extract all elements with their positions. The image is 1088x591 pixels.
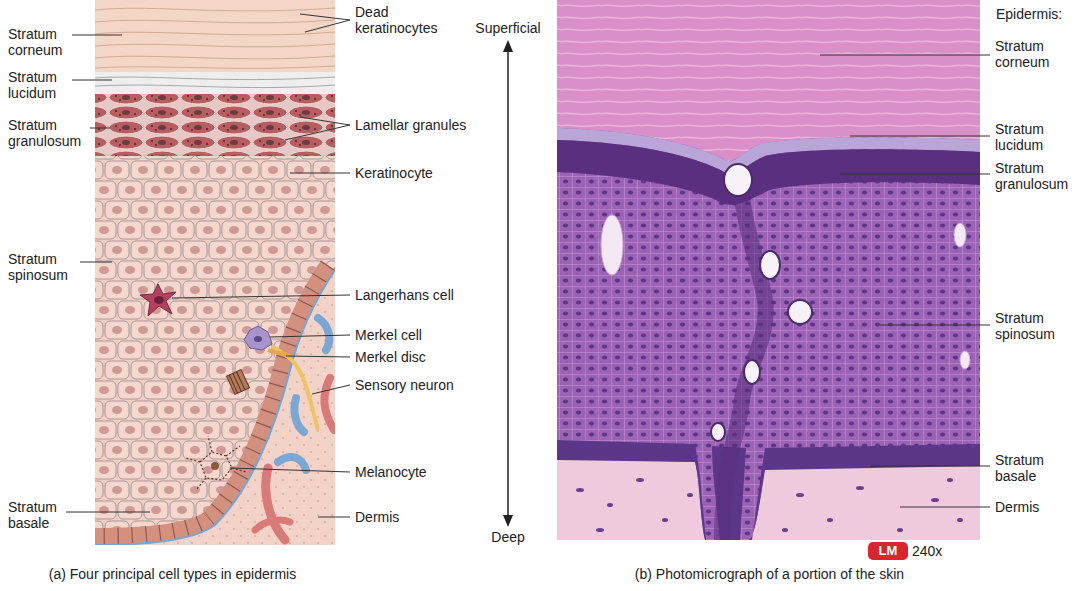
sweat-duct (722, 185, 766, 540)
callout-label: (a) Four principal cell types in epiderm… (0, 566, 345, 582)
photomicrograph (557, 0, 980, 540)
basal-cell-borders (95, 270, 335, 545)
callout-label: 240x (912, 543, 972, 559)
callout-label: Dermis (355, 509, 495, 525)
callout-label: Stratum spinosum (8, 251, 88, 283)
photo-epidermis (557, 0, 980, 540)
badge-text: LM (879, 544, 898, 558)
callout-label: Sensory neuron (355, 377, 495, 393)
magnification-badge: LM (868, 542, 908, 560)
callout-label: Melanocyte (355, 464, 495, 480)
callout-label: Stratum corneum (995, 38, 1083, 70)
callout-label: Lamellar granules (355, 117, 495, 133)
merkel-cell (244, 326, 272, 350)
stratum-granulosum (95, 94, 335, 156)
callout-label: Stratum corneum (8, 26, 88, 58)
callout-label: Stratum granulosum (995, 160, 1083, 192)
dermis-region (95, 0, 335, 545)
merkel-nucleus (254, 336, 262, 342)
dermis-nuclei (576, 478, 963, 532)
photo-dermis (557, 0, 980, 540)
melanosome-bundle (227, 370, 250, 395)
callout-label: Stratum granulosum (8, 117, 93, 149)
callout-label: (b) Photomicrograph of a portion of the … (557, 566, 982, 582)
basement-membrane (95, 270, 335, 545)
callout-label: Keratinocyte (355, 165, 495, 181)
callout-label: Merkel cell (355, 327, 495, 343)
depth-arrow (503, 40, 513, 527)
callout-label: Deep (458, 529, 558, 545)
corneum-lines (95, 8, 335, 68)
callout-label: Langerhans cell (355, 287, 495, 303)
lucidum-lines (95, 77, 335, 88)
langerhans-cell (140, 284, 176, 316)
melanocyte (186, 436, 246, 490)
callout-label: Stratum basale (8, 499, 88, 531)
tissue-gaps (601, 215, 970, 369)
photo-stratum-basale (557, 440, 980, 540)
callout-label: Stratum spinosum (995, 310, 1083, 342)
callout-label: Dermis (995, 499, 1083, 515)
sensory-neuron (272, 346, 318, 430)
stratum-corneum (95, 0, 335, 72)
epidermis (95, 0, 335, 545)
leader-lines (66, 14, 350, 517)
photo-stratum-granulosum (557, 140, 980, 205)
callout-label: Superficial (458, 20, 558, 36)
stratum-lucidum (95, 72, 335, 94)
callout-label: Stratum lucidum (8, 69, 88, 101)
stratum-spinosum (95, 0, 335, 545)
callout-label: Stratum lucidum (995, 121, 1083, 153)
stratum-basale (95, 270, 335, 545)
langerhans-nucleus (154, 296, 164, 304)
callout-label: Dead keratinocytes (355, 4, 450, 36)
duct-lumens (711, 164, 812, 441)
callout-label: Stratum basale (995, 452, 1083, 484)
epidermis-illustration (95, 0, 335, 545)
merkel-disc (268, 350, 290, 356)
callout-label: Merkel disc (355, 349, 495, 365)
photo-leader-lines (820, 55, 990, 507)
callout-label: Epidermis: (996, 6, 1086, 22)
melanocyte-nucleus (211, 462, 219, 470)
